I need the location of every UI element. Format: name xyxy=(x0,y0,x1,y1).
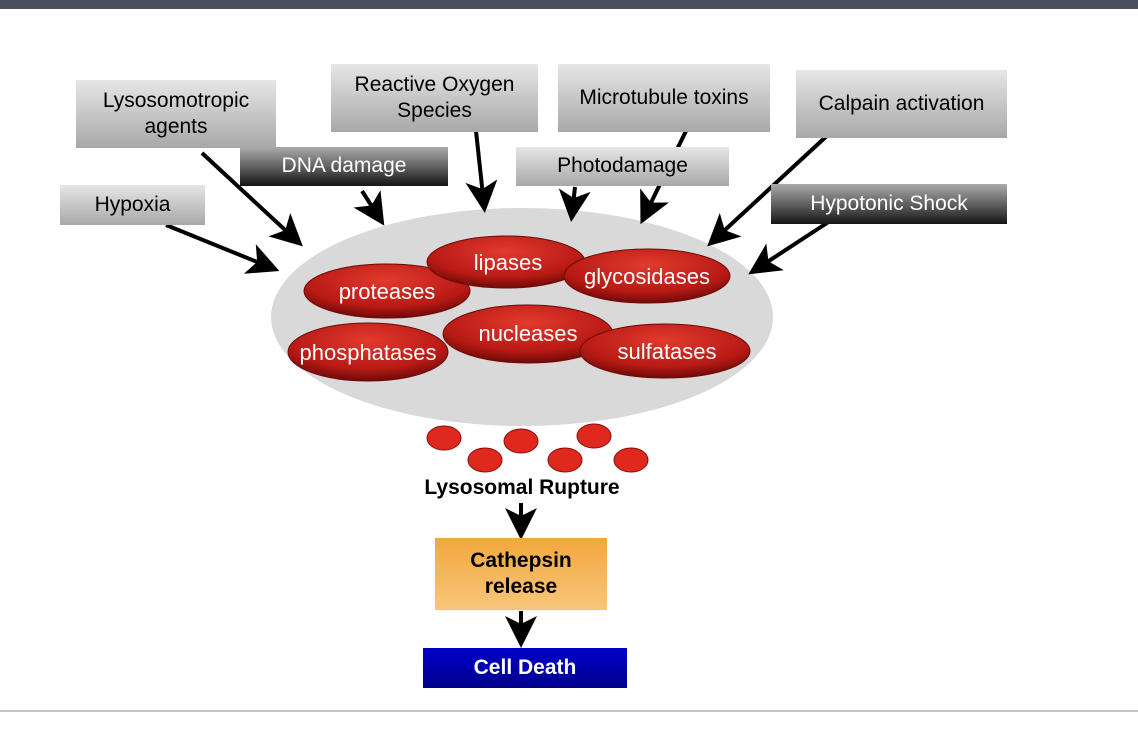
enzyme-label-nucleases: nucleases xyxy=(478,321,578,346)
cause-box-lysosomotropic: Lysosomotropic agents xyxy=(76,80,276,148)
enzyme-proteases xyxy=(303,263,471,319)
enzyme-label-lipases: lipases xyxy=(473,250,543,275)
cause-box-ros: Reactive Oxygen Species xyxy=(331,64,538,132)
cause-box-photodamage: Photodamage xyxy=(516,147,729,186)
cathepsin-release-box: Cathepsin release xyxy=(435,538,607,610)
droplet xyxy=(467,447,503,473)
enzyme-label-proteases: proteases xyxy=(338,279,436,304)
top-bar xyxy=(0,0,1138,9)
droplet xyxy=(503,428,539,454)
arrow-ros xyxy=(465,130,498,213)
arrow-hypoxia xyxy=(165,223,280,274)
cause-box-calpain: Calpain activation xyxy=(796,70,1007,138)
bottom-divider xyxy=(0,710,1138,712)
droplet xyxy=(547,447,583,473)
enzyme-label-glycosidases: glycosidases xyxy=(584,264,710,289)
cause-box-hypoxia: Hypoxia xyxy=(60,185,205,225)
enzyme-phosphatases xyxy=(287,322,449,382)
arrow-photodamage xyxy=(558,186,591,222)
arrow-lysosomotropic xyxy=(200,151,303,247)
enzyme-label-sulfatases: sulfatases xyxy=(617,339,717,364)
droplet xyxy=(613,447,649,473)
enzyme-glycosidases xyxy=(563,248,731,304)
enzyme-label-phosphatases: phosphatases xyxy=(299,340,437,365)
arrow-hypotonic xyxy=(748,219,832,275)
cause-box-dna-damage: DNA damage xyxy=(240,147,448,186)
arrow-dna-damage xyxy=(353,189,385,226)
cell-death-box: Cell Death xyxy=(423,648,627,688)
lysosomal-rupture-label: Lysosomal Rupture xyxy=(424,476,620,499)
droplet xyxy=(426,425,462,451)
cause-box-hypotonic: Hypotonic Shock xyxy=(771,184,1007,224)
cause-box-microtubule: Microtubule toxins xyxy=(558,64,770,132)
enzyme-sulfatases xyxy=(579,323,751,379)
droplet xyxy=(576,423,612,449)
